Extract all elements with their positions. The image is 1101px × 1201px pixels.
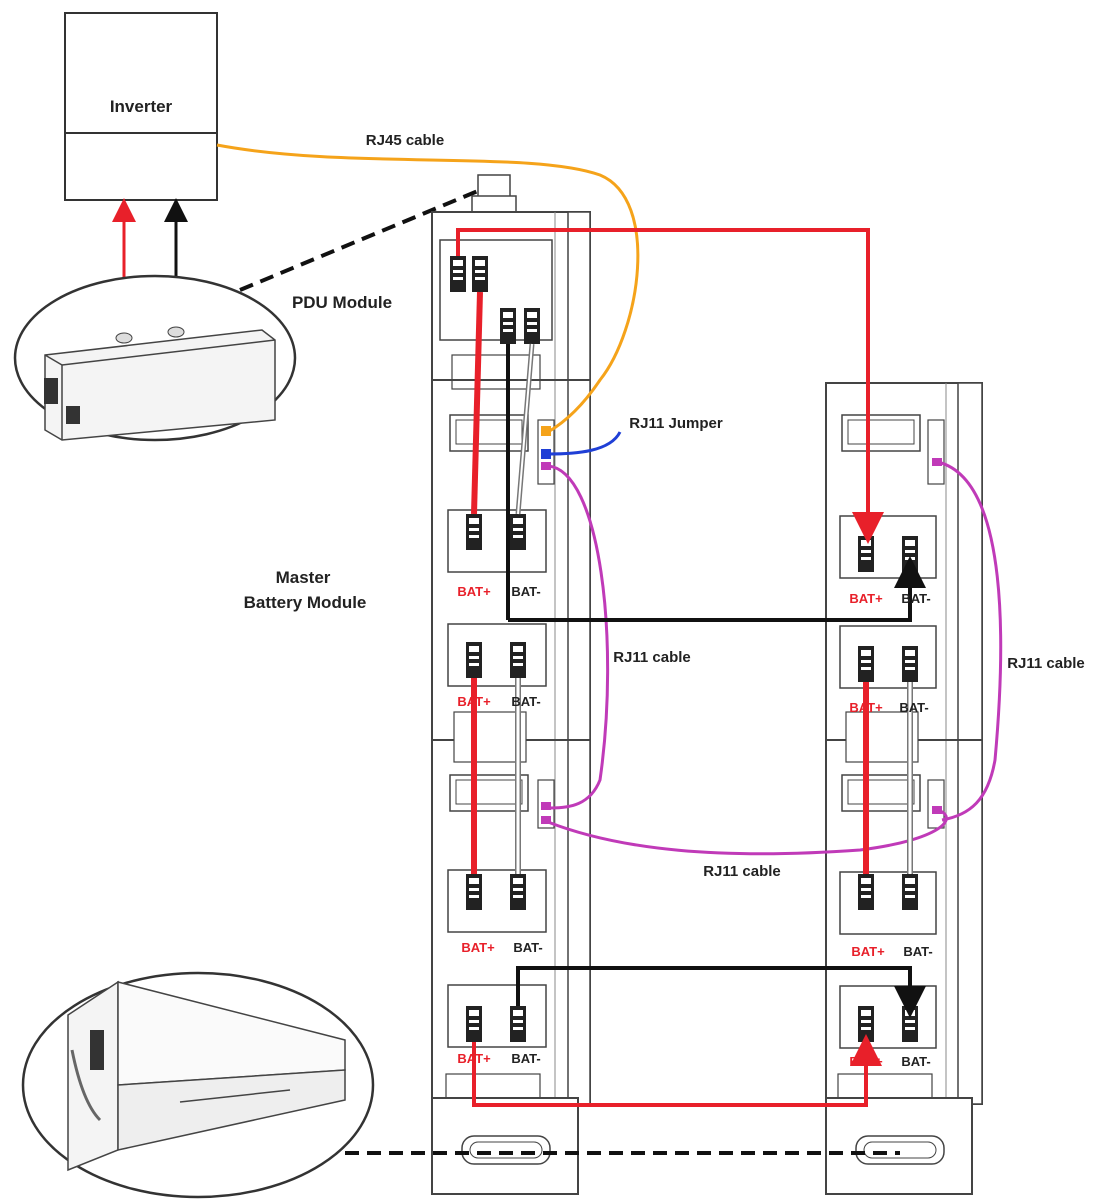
rj45-cable-label: RJ45 cable: [366, 132, 444, 149]
bat-plus-label: BAT+: [457, 1051, 491, 1066]
bat-minus-label: BAT-: [511, 1051, 540, 1066]
bat-minus-label: BAT-: [513, 940, 542, 955]
rj11-jumper-cable: [547, 431, 622, 456]
bat-minus-label: BAT-: [899, 700, 928, 715]
bat-plus-label: BAT+: [461, 940, 495, 955]
rj11-jumper-port: [541, 449, 551, 459]
master-tower: [431, 174, 591, 1195]
rj11-cable-bottom: [547, 808, 948, 856]
bat-plus-label: BAT+: [849, 700, 883, 715]
rj11-jumper-label: RJ11 Jumper: [629, 415, 723, 432]
rj45-cable: [216, 143, 640, 434]
pdu-module-label: PDU Module: [292, 293, 392, 312]
bat-plus-label: BAT+: [457, 584, 491, 599]
bat-minus-label: BAT-: [511, 694, 540, 709]
rj11-port-master-bottom-b: [541, 816, 551, 824]
rj11-port-master-bottom-a: [541, 802, 551, 810]
pdu-callout-line: [239, 186, 486, 292]
bottom-negative-link: [516, 966, 926, 1018]
inverter-box: [64, 12, 218, 201]
rj11-cable-label-right: RJ11 cable: [1007, 655, 1085, 672]
rj11-cable-left: [547, 464, 610, 810]
slave-tower: [825, 382, 983, 1195]
bat-minus-label: BAT-: [901, 1054, 930, 1069]
pdu-to-slave-positive: [456, 228, 884, 544]
pdu-detail-ellipse: [13, 274, 297, 442]
rj45-port: [541, 426, 551, 436]
base-detail-ellipse: [21, 971, 375, 1199]
master-to-slave-negative: [508, 556, 926, 622]
bat-plus-label: BAT+: [851, 944, 885, 959]
rj11-port-slave-top: [932, 458, 942, 466]
bottom-positive-link: [472, 1034, 882, 1107]
rj11-port-master-top: [541, 462, 551, 470]
master-label-line2: Battery Module: [244, 593, 367, 612]
rj11-cable-right: [937, 460, 1003, 822]
bat-minus-label: BAT-: [511, 584, 540, 599]
master-label-line1: Master: [276, 568, 331, 587]
bat-plus-label: BAT+: [457, 694, 491, 709]
rj11-port-slave-bottom: [932, 806, 942, 814]
pdu-positive-link: [471, 291, 483, 515]
bat-plus-label: BAT+: [849, 1054, 883, 1069]
bat-minus-label: BAT-: [901, 591, 930, 606]
rj11-cable-label-left: RJ11 cable: [613, 649, 691, 666]
bat-minus-label: BAT-: [903, 944, 932, 959]
rj11-cable-label-bottom: RJ11 cable: [703, 863, 781, 880]
bat-plus-label: BAT+: [849, 591, 883, 606]
inverter-label: Inverter: [110, 97, 173, 116]
